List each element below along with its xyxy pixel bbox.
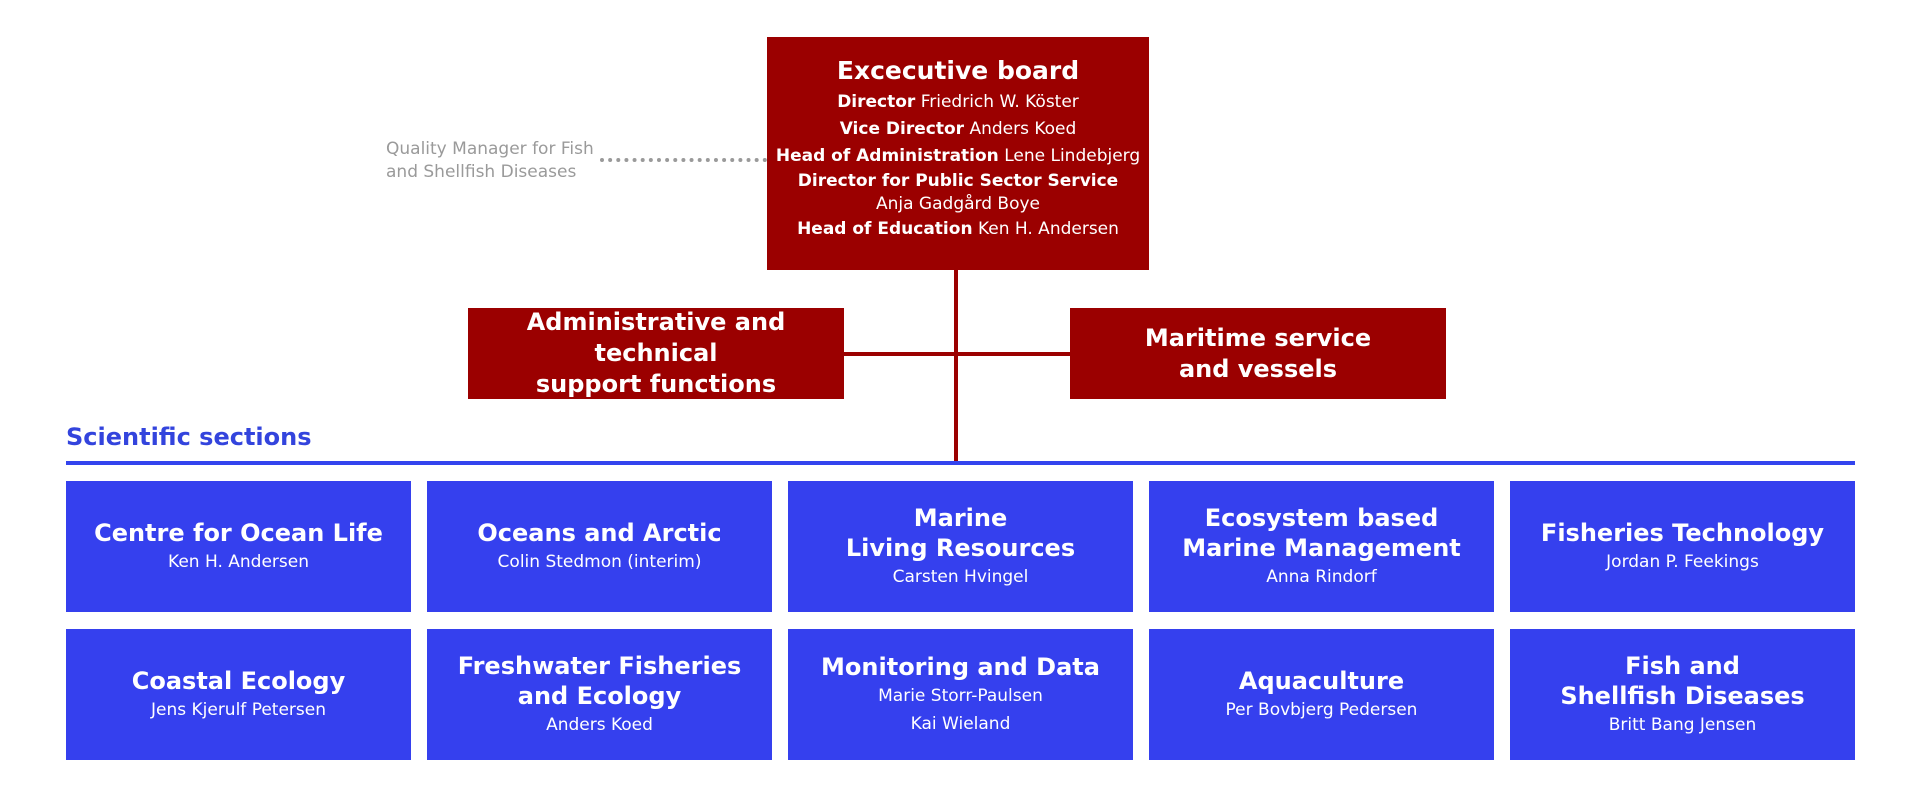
section-oceans-and-arctic: Oceans and Arctic Colin Stedmon (interim… bbox=[427, 481, 772, 612]
exec-member-director: Director Friedrich W. Köster bbox=[767, 89, 1149, 116]
section-head: Britt Bang Jensen bbox=[1608, 714, 1757, 735]
member-name: Lene Lindebjerg bbox=[1004, 146, 1141, 166]
connector-vertical bbox=[954, 270, 958, 463]
section-head: Colin Stedmon (interim) bbox=[497, 551, 702, 572]
section-head: Anders Koed bbox=[546, 714, 653, 735]
member-name: Friedrich W. Köster bbox=[920, 92, 1079, 112]
exec-member-vice-director: Vice Director Anders Koed bbox=[767, 116, 1149, 143]
member-name: Anja Gadgård Boye bbox=[875, 194, 1040, 214]
section-name: Fish and Shellfish Diseases bbox=[1560, 651, 1805, 710]
exec-member-public-sector-role: Director for Public Sector Service bbox=[767, 170, 1149, 193]
section-monitoring-and-data: Monitoring and Data Marie Storr-Paulsen … bbox=[788, 629, 1133, 760]
member-role: Head of Education bbox=[797, 219, 973, 239]
section-head: Anna Rindorf bbox=[1266, 566, 1377, 587]
section-fisheries-technology: Fisheries Technology Jordan P. Feekings bbox=[1510, 481, 1855, 612]
section-name: Centre for Ocean Life bbox=[94, 518, 383, 547]
member-role: Director for Public Sector Service bbox=[797, 171, 1119, 191]
section-ecosystem-marine-management: Ecosystem based Marine Management Anna R… bbox=[1149, 481, 1494, 612]
member-role: Director bbox=[837, 92, 916, 112]
section-freshwater-fisheries: Freshwater Fisheries and Ecology Anders … bbox=[427, 629, 772, 760]
section-head: Jens Kjerulf Petersen bbox=[150, 699, 327, 720]
section-grid: Centre for Ocean Life Ken H. Andersen Oc… bbox=[66, 481, 1855, 760]
section-head: Jordan P. Feekings bbox=[1606, 551, 1759, 572]
admin-support-box: Administrative and technical support fun… bbox=[468, 308, 844, 399]
quality-manager-connector bbox=[600, 158, 767, 162]
section-name: Aquaculture bbox=[1238, 666, 1405, 695]
exec-member-head-education: Head of Education Ken H. Andersen bbox=[767, 216, 1149, 243]
section-name: Monitoring and Data bbox=[821, 652, 1100, 681]
quality-manager-note: Quality Manager for Fish and Shellfish D… bbox=[386, 139, 594, 182]
section-head: Marie Storr-Paulsen Kai Wieland bbox=[878, 685, 1043, 734]
section-head: Carsten Hvingel bbox=[892, 566, 1029, 587]
executive-board-title: Excecutive board bbox=[836, 56, 1080, 85]
executive-board-box: Excecutive board Director Friedrich W. K… bbox=[767, 37, 1149, 270]
member-name: Ken H. Andersen bbox=[977, 219, 1119, 239]
member-name: Anders Koed bbox=[969, 119, 1077, 139]
section-coastal-ecology: Coastal Ecology Jens Kjerulf Petersen bbox=[66, 629, 411, 760]
section-centre-for-ocean-life: Centre for Ocean Life Ken H. Andersen bbox=[66, 481, 411, 612]
section-name: Freshwater Fisheries and Ecology bbox=[457, 651, 742, 710]
exec-member-head-administration: Head of Administration Lene Lindebjerg bbox=[767, 143, 1149, 170]
section-name: Ecosystem based Marine Management bbox=[1182, 503, 1461, 562]
section-name: Marine Living Resources bbox=[845, 503, 1076, 562]
section-fish-shellfish-diseases: Fish and Shellfish Diseases Britt Bang J… bbox=[1510, 629, 1855, 760]
connector-horizontal bbox=[843, 352, 1071, 356]
member-role: Vice Director bbox=[839, 119, 965, 139]
section-head: Ken H. Andersen bbox=[168, 551, 309, 572]
section-name: Oceans and Arctic bbox=[477, 518, 722, 547]
member-role: Head of Administration bbox=[775, 146, 999, 166]
section-name: Fisheries Technology bbox=[1540, 518, 1825, 547]
scientific-sections-rule bbox=[66, 461, 1855, 465]
section-head: Per Bovbjerg Pedersen bbox=[1225, 699, 1418, 720]
maritime-service-box: Maritime service and vessels bbox=[1070, 308, 1446, 399]
section-name: Coastal Ecology bbox=[131, 666, 346, 695]
scientific-sections-heading: Scientific sections bbox=[66, 423, 312, 451]
section-aquaculture: Aquaculture Per Bovbjerg Pedersen bbox=[1149, 629, 1494, 760]
section-marine-living-resources: Marine Living Resources Carsten Hvingel bbox=[788, 481, 1133, 612]
exec-member-public-sector-name: Anja Gadgård Boye bbox=[767, 193, 1149, 216]
